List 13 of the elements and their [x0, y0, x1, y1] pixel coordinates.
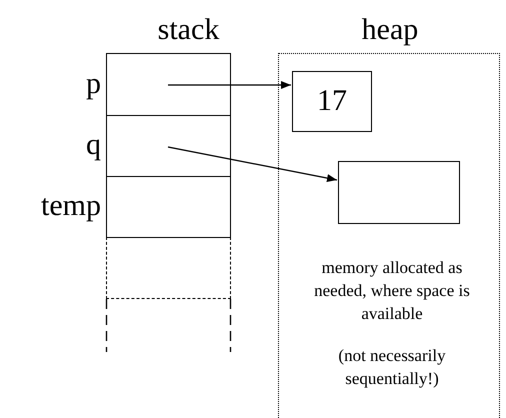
note-text: memory allocated as needed, where space is available: [313, 257, 471, 325]
section-heading: stack: [156, 12, 220, 48]
empty-box: [338, 161, 460, 224]
variable-name: q: [86, 127, 101, 163]
value-box: [292, 71, 372, 132]
pointer-arrow: [168, 81, 291, 89]
note-text: (not necessarily sequentially!): [337, 345, 447, 390]
variable-name: p: [86, 66, 101, 102]
value-text: 17: [316, 83, 348, 119]
section-heading: heap: [360, 12, 420, 48]
stack-slot: [106, 237, 231, 299]
variable-name: temp: [41, 188, 101, 224]
pointer-arrow: [168, 146, 338, 182]
